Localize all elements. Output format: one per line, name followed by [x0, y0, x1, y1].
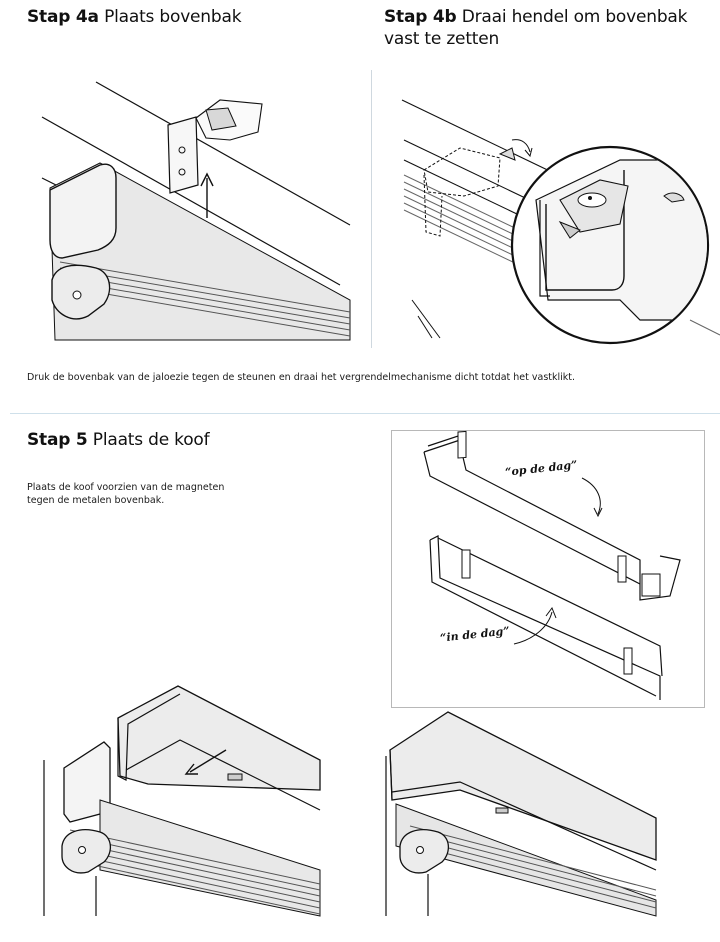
step-4a-number: Stap 4a: [27, 7, 99, 27]
horizontal-divider: [10, 413, 720, 414]
step-4b-title: Stap 4b Draai hendel om bovenbak vast te…: [384, 6, 714, 50]
caption-step-5-line2: tegen de metalen bovenbak.: [27, 495, 165, 506]
illustration-4b: [401, 99, 720, 345]
step-4b-text: Draai hendel om bovenbak: [461, 7, 688, 27]
step-5-number: Stap 5: [27, 430, 88, 450]
vertical-divider: [371, 70, 372, 348]
illustration-5-placed: [385, 711, 657, 917]
caption-step-4: Druk de bovenbak van de jaloezie tegen d…: [27, 372, 576, 383]
koof-variants-illustration: [423, 430, 681, 700]
step-4b-text-line2: vast te zetten: [384, 29, 500, 49]
step-4b-number: Stap 4b: [384, 7, 457, 27]
step-4a-title: Stap 4a Plaats bovenbak: [27, 6, 242, 28]
step-4a-text: Plaats bovenbak: [104, 7, 242, 27]
koof-variants-panel: [391, 430, 705, 708]
illustration-4a: [41, 81, 351, 341]
caption-step-5-line1: Plaats de koof voorzien van de magneten: [27, 482, 225, 493]
caption-step-5: Plaats de koof voorzien van de magneten …: [27, 481, 277, 507]
illustration-5-placing: [43, 685, 321, 917]
step-5-text: Plaats de koof: [92, 430, 210, 450]
step-5-title: Stap 5 Plaats de koof: [27, 429, 210, 451]
